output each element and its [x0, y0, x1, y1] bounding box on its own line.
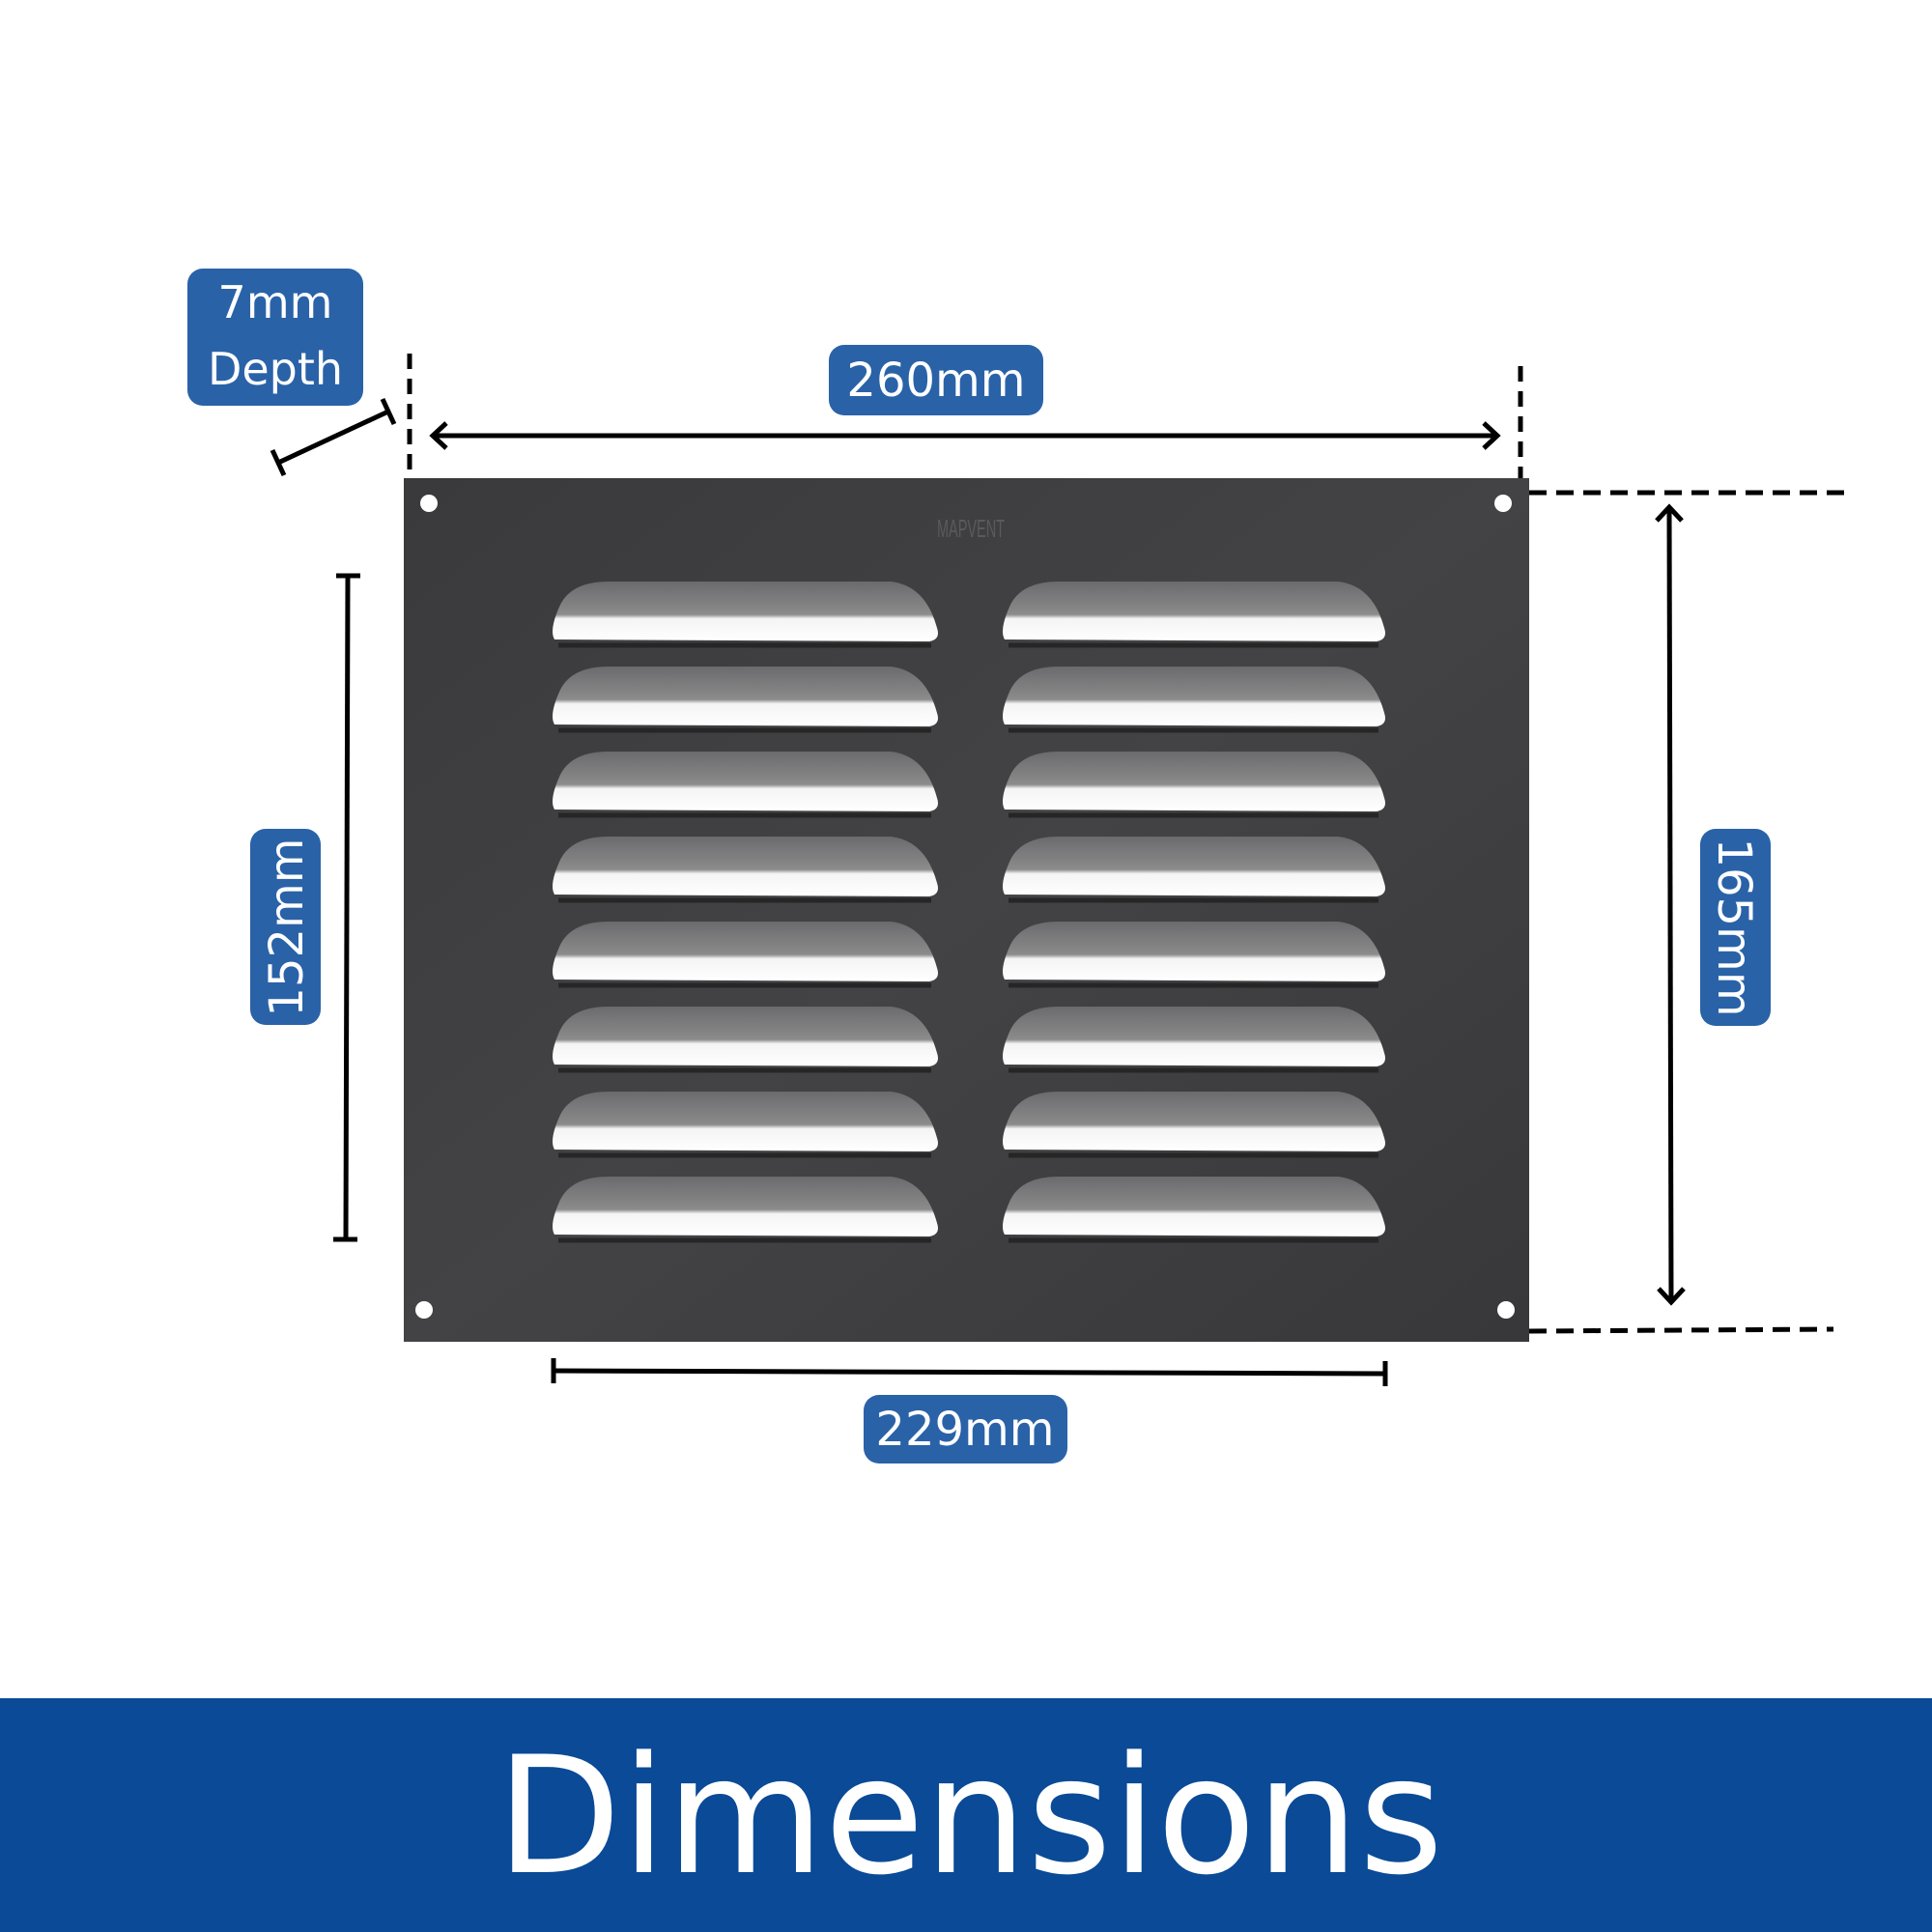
louver-slat	[553, 667, 938, 726]
depth-line	[276, 409, 390, 466]
height-overall-arrow-line	[1666, 506, 1674, 1303]
louver-grid	[553, 582, 1385, 1243]
arrow-head-up	[1655, 503, 1684, 523]
louver-slat	[1003, 752, 1385, 811]
dashed-guide-bottom	[1528, 1326, 1834, 1334]
louver-slat	[1003, 837, 1385, 896]
height-inner-label: 152mm	[250, 829, 321, 1025]
depth-value: 7mm	[218, 276, 333, 328]
width-overall-text: 260mm	[846, 354, 1025, 408]
louver-slat	[1003, 1177, 1385, 1236]
width-overall-label: 260mm	[829, 345, 1043, 415]
louver-slat	[1003, 582, 1385, 641]
louver-slat	[553, 1177, 938, 1236]
screw-hole	[1497, 1301, 1515, 1319]
louver-slat	[1003, 1092, 1385, 1151]
louver-slat	[553, 1007, 938, 1066]
width-inner-label: 229mm	[864, 1395, 1067, 1463]
screw-hole	[415, 1301, 433, 1319]
louver-slat	[553, 752, 938, 811]
brand-logo: MAPVENT	[937, 514, 1005, 543]
arrow-head-down	[1657, 1287, 1686, 1306]
screw-hole	[420, 495, 438, 512]
screw-hole	[1494, 495, 1512, 512]
louver-slat	[553, 922, 938, 981]
title-banner	[0, 1698, 1932, 1932]
banner-title: Dimensions	[497, 1721, 1444, 1911]
arrow-head-left	[429, 421, 448, 450]
width-inner-line	[553, 1368, 1386, 1377]
louver-slat	[1003, 1007, 1385, 1066]
depth-cap	[270, 448, 287, 477]
height-inner-line	[343, 575, 351, 1240]
depth-word: Depth	[208, 343, 343, 395]
louver-slat	[553, 837, 938, 896]
height-inner-text: 152mm	[260, 838, 314, 1016]
louver-slat	[1003, 667, 1385, 726]
louver-slat	[553, 1092, 938, 1151]
width-inner-text: 229mm	[875, 1403, 1054, 1457]
depth-label: 7mm Depth	[187, 269, 363, 406]
height-overall-text: 165mm	[1707, 838, 1761, 1016]
louver-slat	[553, 582, 938, 641]
height-overall-label: 165mm	[1700, 829, 1771, 1026]
arrow-head-right	[1482, 421, 1501, 450]
depth-cap	[380, 397, 397, 426]
louver-slat	[1003, 922, 1385, 981]
